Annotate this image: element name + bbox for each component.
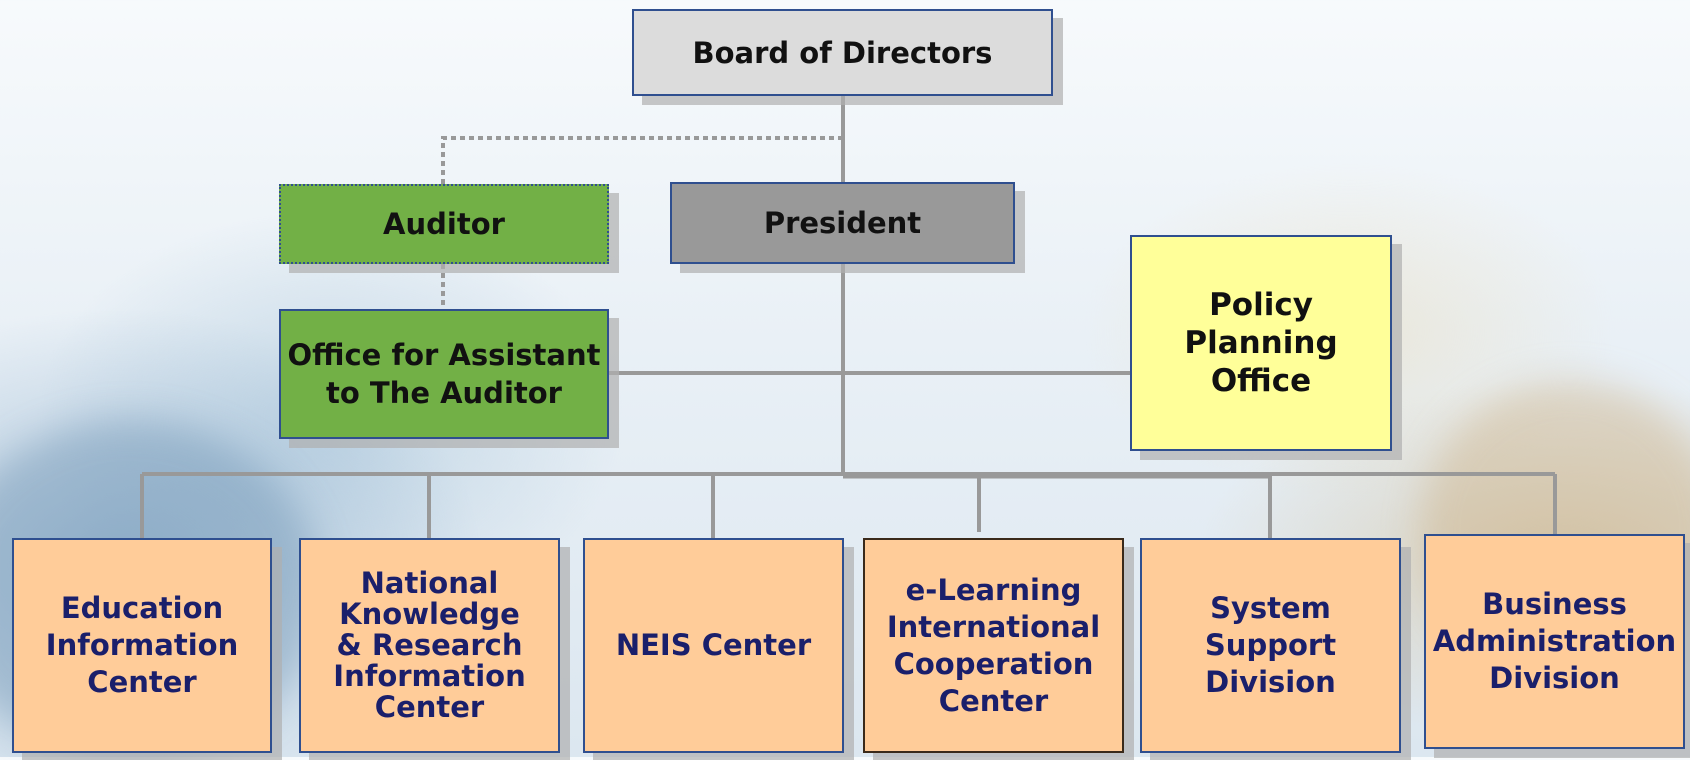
unit-label: Business Administration Division [1432,587,1677,695]
president-label: President [763,206,922,240]
unit-label: National Knowledge & Research Informatio… [333,566,526,724]
auditor-box: Auditor [279,184,609,264]
unit-elearning-international-cooperation-center: e-Learning International Cooperation Cen… [863,538,1124,753]
unit-neis-center: NEIS Center [583,538,844,753]
policy-planning-office-box: Policy Planning Office [1130,235,1392,451]
policy-planning-office-label: Policy Planning Office [1184,287,1338,399]
unit-business-administration-division: Business Administration Division [1424,534,1685,749]
auditor-assistant-office-box: Office for Assistant to The Auditor [279,309,609,439]
unit-national-knowledge-research-center: National Knowledge & Research Informatio… [299,538,560,753]
audit-dotted-connector [441,136,843,184]
unit-system-support-division: System Support Division [1140,538,1401,753]
board-of-directors-box: Board of Directors [632,9,1053,96]
auditor-label: Auditor [383,207,505,241]
president-box: President [670,182,1015,264]
unit-label: e-Learning International Cooperation Cen… [886,572,1101,718]
unit-label: NEIS Center [615,628,812,662]
board-of-directors-label: Board of Directors [692,35,993,70]
auditor-assistant-office-label: Office for Assistant to The Auditor [287,338,601,410]
unit-label: System Support Division [1204,591,1337,699]
unit-label: Education Information Center [45,591,239,699]
unit-education-information-center: Education Information Center [12,538,272,753]
